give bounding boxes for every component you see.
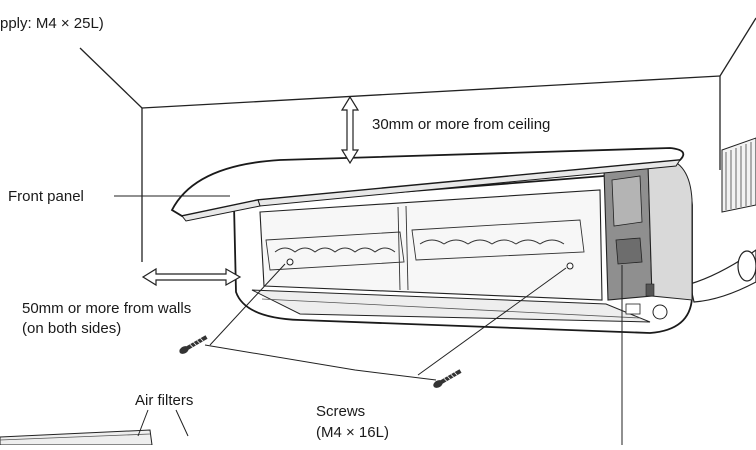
front-panel xyxy=(170,147,685,222)
air-filter xyxy=(0,429,153,446)
room-outline xyxy=(79,17,756,262)
indoor-unit-body xyxy=(233,157,693,334)
wall-clearance-arrow xyxy=(141,267,242,287)
wall-pipe xyxy=(689,137,756,303)
screw-icon xyxy=(179,335,208,354)
screws-label-line2: (M4 × 16L) xyxy=(316,424,389,441)
air-filters-label: Air filters xyxy=(135,392,193,409)
top-left-fragment-label: pply: M4 × 25L) xyxy=(0,15,104,32)
leader-lines xyxy=(114,195,623,445)
ceiling-clearance-arrow xyxy=(340,95,360,165)
wall-clearance-label-line1: 50mm or more from walls xyxy=(22,300,191,317)
screws-label-line1: Screws xyxy=(316,403,365,420)
ceiling-clearance-label: 30mm or more from ceiling xyxy=(372,116,550,133)
wall-clearance-label-line2: (on both sides) xyxy=(22,320,121,337)
front-panel-label: Front panel xyxy=(8,188,84,205)
screw-icon xyxy=(433,369,462,388)
